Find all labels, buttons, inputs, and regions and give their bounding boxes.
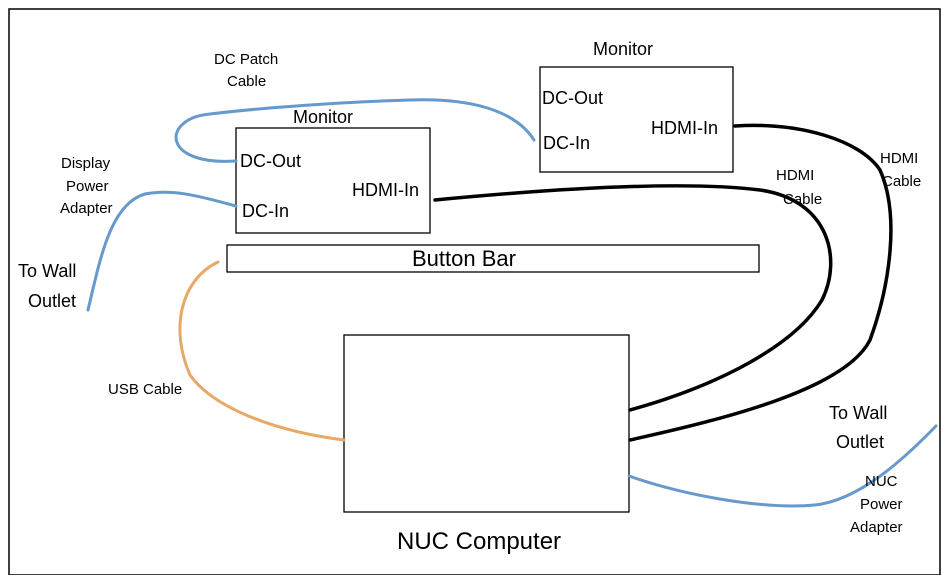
to-wall-outlet-right-label-1: To Wall [829,403,887,423]
monitor-left-dc-in: DC-In [242,201,289,221]
nuc-power-adapter-label-1: NUC [865,473,898,490]
nuc-power-adapter-label-2: Power [860,496,903,513]
nuc-power-adapter-cable [627,424,938,508]
monitor-top-hdmi-in: HDMI-In [651,118,718,138]
usb-cable-label: USB Cable [108,381,182,398]
nuc-power-adapter-label-3: Adapter [850,519,903,536]
monitor-left-box [235,127,431,234]
hdmi-cable-inner [433,184,833,412]
monitor-top-title: Monitor [593,39,653,59]
hdmi-cable-outer-label-2: Cable [882,173,921,190]
monitor-left-title: Monitor [293,107,353,127]
display-power-adapter-label-3: Adapter [60,200,113,217]
monitor-left-hdmi-in: HDMI-In [352,180,419,200]
hdmi-cable-inner-label-1: HDMI [776,167,814,184]
nuc-computer-box [343,334,630,513]
usb-cable [178,260,346,442]
monitor-top-dc-out: DC-Out [542,88,603,108]
display-power-adapter-cable [86,190,238,312]
hdmi-cable-inner-label-2: Cable [783,191,822,208]
to-wall-outlet-left-label-2: Outlet [28,291,76,311]
monitor-top-dc-in: DC-In [543,133,590,153]
hdmi-cable-outer [628,123,893,442]
to-wall-outlet-left-label-1: To Wall [18,261,76,281]
button-bar-label: Button Bar [412,246,516,271]
display-power-adapter-label-1: Display [61,155,111,172]
monitor-top-box [539,66,734,173]
button-bar-box [226,244,760,273]
nuc-computer-label: NUC Computer [397,528,561,555]
hdmi-cable-outer-label-1: HDMI [880,150,918,167]
dc-patch-cable [174,98,536,163]
to-wall-outlet-right-label-2: Outlet [836,432,884,452]
dc-patch-cable-label-1: DC Patch [214,51,278,68]
dc-patch-cable-label-2: Cable [227,73,266,90]
display-power-adapter-label-2: Power [66,178,109,195]
monitor-left-dc-out: DC-Out [240,151,301,171]
